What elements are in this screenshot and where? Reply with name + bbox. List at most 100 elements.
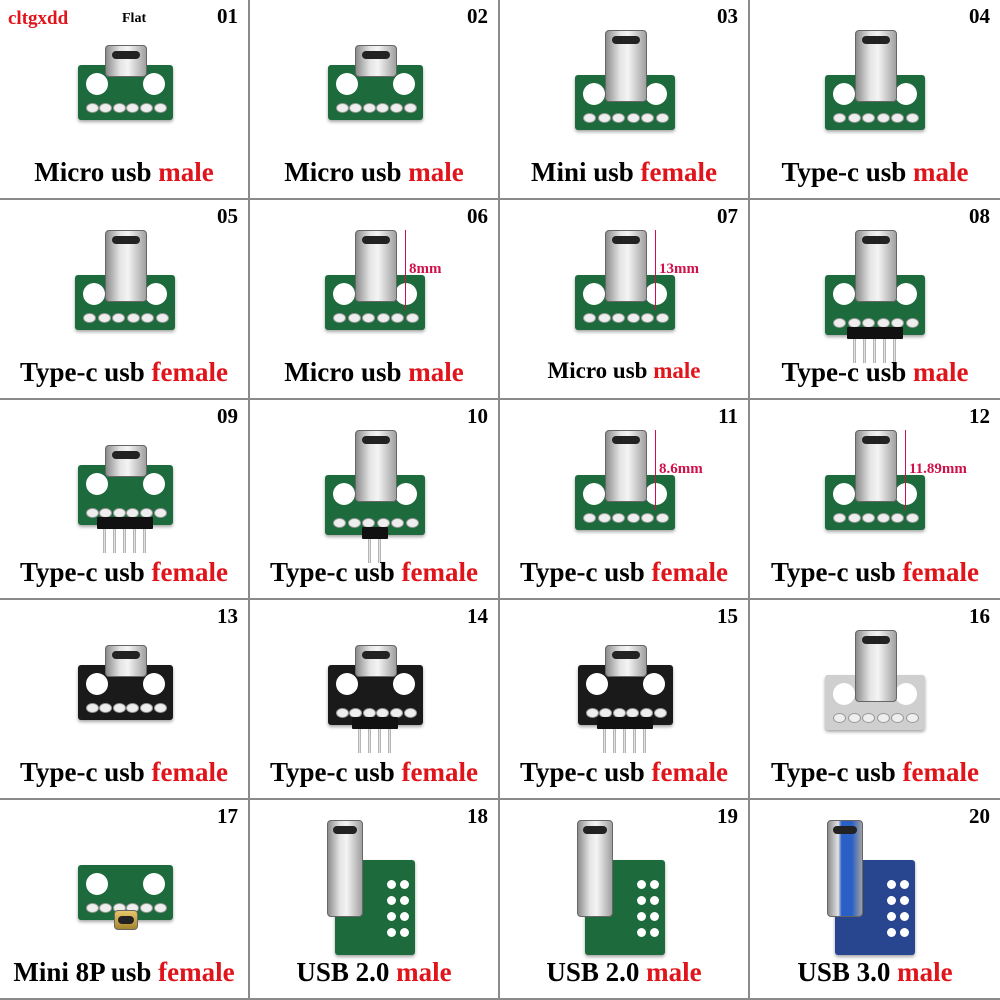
header-pin [883, 339, 886, 363]
solder-pad [597, 113, 611, 123]
solder-pad [900, 896, 909, 905]
mounting-hole [85, 73, 108, 95]
solder-pad [833, 318, 846, 328]
mounting-hole [392, 673, 415, 695]
solder-pad [376, 103, 390, 113]
caption-type: Micro usb [284, 357, 402, 387]
solder-pad [847, 113, 861, 123]
caption-type: Type-c usb [771, 557, 896, 587]
pin-header [597, 717, 653, 729]
mounting-hole [645, 83, 667, 105]
item-number: 14 [467, 604, 488, 628]
product-caption: Type-c usb female [250, 757, 498, 788]
pad-row [833, 513, 919, 523]
dimension-label: 8mm [409, 261, 442, 277]
caption-gender: female [151, 557, 228, 587]
product-caption: Type-c usb female [750, 557, 1000, 588]
pad-row [85, 903, 167, 913]
solder-pad [362, 103, 376, 113]
usb-connector [355, 45, 397, 77]
solder-pad [349, 103, 363, 113]
caption-gender: male [653, 358, 701, 383]
item-number: 08 [969, 204, 990, 228]
item-number: 11 [718, 404, 738, 428]
dimension-line [655, 230, 656, 310]
solder-pad [862, 513, 876, 523]
item-number: 04 [969, 4, 990, 28]
solder-pad [97, 313, 111, 323]
solder-pad [112, 313, 126, 323]
mounting-hole [395, 283, 417, 305]
solder-pad [389, 103, 403, 113]
mounting-hole [333, 283, 355, 305]
mounting-hole [585, 673, 608, 695]
solder-pad [333, 313, 346, 323]
product-caption: Micro usb male [500, 358, 748, 384]
header-pin [623, 729, 626, 753]
solder-pad [887, 896, 896, 905]
solder-pad [650, 928, 659, 937]
header-pin [633, 729, 636, 753]
solder-pad [833, 513, 846, 523]
solder-pad [612, 113, 626, 123]
header-pin [123, 529, 126, 553]
caption-type: Type-c usb [520, 757, 645, 787]
product-caption: Type-c usb female [500, 757, 748, 788]
pad-row [335, 103, 417, 113]
solder-pad [153, 103, 167, 113]
solder-pad [83, 313, 96, 323]
connector-opening [612, 651, 640, 659]
product-caption: Type-c usb male [750, 157, 1000, 188]
usb-connector [105, 445, 147, 477]
solder-pad [847, 513, 861, 523]
solder-pad [637, 896, 646, 905]
solder-pad [85, 508, 99, 518]
solder-pad [900, 880, 909, 889]
connector-opening [833, 826, 857, 834]
solder-pad [403, 708, 417, 718]
product-caption: USB 2.0 male [500, 957, 748, 988]
pad-row [333, 313, 419, 323]
solder-pad [583, 113, 596, 123]
solder-pad [891, 513, 905, 523]
solder-pad [900, 928, 909, 937]
usb-connector [355, 430, 397, 502]
solder-pad [400, 928, 409, 937]
solder-pad [387, 880, 396, 889]
solder-pad [139, 103, 153, 113]
caption-gender: male [913, 357, 969, 387]
product-caption: Type-c usb female [0, 757, 248, 788]
header-pin [368, 729, 371, 753]
solder-pad [335, 103, 349, 113]
connector-opening [362, 236, 390, 244]
connector-opening [112, 236, 140, 244]
solder-pad [862, 113, 876, 123]
solder-pad [85, 103, 99, 113]
product-caption: Mini 8P usb female [0, 957, 248, 988]
connector-opening [112, 451, 140, 459]
product-caption: USB 3.0 male [750, 957, 1000, 988]
connector-opening [612, 36, 640, 44]
mounting-hole [833, 483, 855, 505]
